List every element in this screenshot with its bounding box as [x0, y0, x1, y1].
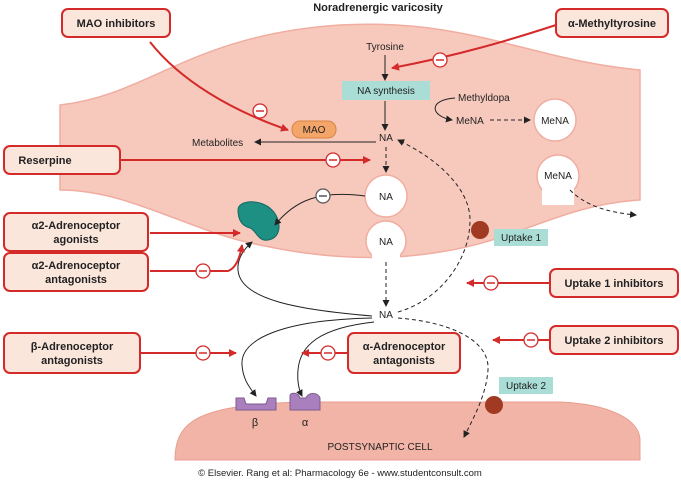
- tyrosine-label: Tyrosine: [366, 42, 404, 53]
- methyltyrosine-arrow: [391, 24, 557, 71]
- na-to-alpha-arrow: [296, 321, 375, 397]
- uptake2-label: Uptake 2: [506, 381, 546, 392]
- mena-release-arrow: [569, 189, 637, 218]
- a2-agonists-box: [3, 212, 149, 252]
- mena-label: MeNA: [456, 116, 484, 127]
- uptake2-inhibitors-label: Uptake 2 inhibitors: [564, 335, 663, 347]
- beta-antagonists-box: [3, 332, 141, 374]
- beta-antagonists-label-2: antagonists: [41, 355, 103, 367]
- uptake2-path: [397, 317, 489, 438]
- uptake2-inhibitors-box: [549, 325, 679, 355]
- metabolites-label: Metabolites: [192, 138, 243, 149]
- a2-antagonists-label-1: α2-Adrenoceptor: [32, 260, 121, 272]
- na-vesicle-2-label: NA: [379, 237, 393, 248]
- uptake1-inhibitors-box: [549, 268, 679, 298]
- a2-antagonists-arrow: [150, 244, 245, 272]
- minus-methyltyrosine: [432, 52, 448, 68]
- mao-inhibitors-label: MAO inhibitors: [77, 18, 156, 30]
- alpha-antagonists-label-2: antagonists: [373, 355, 435, 367]
- minus-a2-antagonists: [195, 263, 211, 279]
- minus-beta: [195, 345, 211, 361]
- alpha-antagonists-box: [347, 332, 461, 374]
- na-synthesis-label: NA synthesis: [357, 86, 415, 97]
- minus-uptake1: [483, 275, 499, 291]
- a2-antagonists-label-2: antagonists: [45, 274, 107, 286]
- reserpine-label: Reserpine: [18, 155, 71, 167]
- uptake1-transporter: [471, 221, 489, 239]
- alpha2-feedback-arrow: [274, 193, 366, 226]
- minus-mao: [252, 103, 268, 119]
- na-vesicle-1-label: NA: [379, 192, 393, 203]
- uptake1-box: [494, 229, 548, 246]
- a2-agonists-label-2: agonists: [53, 234, 98, 246]
- methyldopa-label: Methyldopa: [458, 93, 510, 104]
- minus-alpha: [320, 345, 336, 361]
- alpha2-autoreceptor: [237, 201, 280, 241]
- mena-vesicle-label: MeNA: [541, 116, 569, 127]
- uptake2-transporter: [485, 396, 503, 414]
- diagram-title: Noradrenergic varicosity: [313, 2, 443, 14]
- na-cleft-label: NA: [379, 310, 393, 321]
- beta-receptor: [235, 397, 277, 411]
- alpha-antagonists-label-1: α-Adrenoceptor: [363, 341, 446, 353]
- postsynaptic-label: POSTSYNAPTIC CELL: [327, 442, 432, 453]
- mao-box: [291, 120, 337, 139]
- varicosity-cell: [59, 23, 641, 259]
- alpha-receptor: [289, 392, 321, 411]
- a2-agonists-label-1: α2-Adrenoceptor: [32, 220, 121, 232]
- uptake2-box: [499, 377, 553, 394]
- mao-inhibitors-box: [61, 8, 171, 38]
- mena-vesicle: [533, 98, 577, 142]
- a2-antagonists-box: [3, 252, 149, 292]
- reserpine-box: [3, 145, 121, 175]
- na-top-label: NA: [379, 133, 393, 144]
- methyltyrosine-label: α-Methyltyrosine: [568, 18, 656, 30]
- minus-reserpine: [325, 152, 341, 168]
- minus-feedback: [315, 188, 331, 204]
- methyltyrosine-box: [555, 8, 669, 38]
- mao-inhibitors-arrow: [149, 41, 289, 132]
- beta-label: β: [252, 417, 258, 429]
- mao-label: MAO: [303, 125, 326, 136]
- na-synthesis-box: [342, 81, 430, 100]
- na-to-beta-arrow: [241, 317, 373, 397]
- methyldopa-arrow: [434, 97, 456, 123]
- beta-antagonists-label-1: β-Adrenoceptor: [31, 341, 114, 353]
- copyright-footer: © Elsevier. Rang et al: Pharmacology 6e …: [198, 468, 482, 479]
- alpha-label: α: [302, 417, 309, 429]
- mena-exocytosis-label: MeNA: [544, 171, 572, 182]
- uptake1-label: Uptake 1: [501, 233, 541, 244]
- uptake1-reuptake-path: [397, 139, 471, 313]
- uptake1-inhibitors-label: Uptake 1 inhibitors: [564, 278, 663, 290]
- minus-uptake2: [523, 332, 539, 348]
